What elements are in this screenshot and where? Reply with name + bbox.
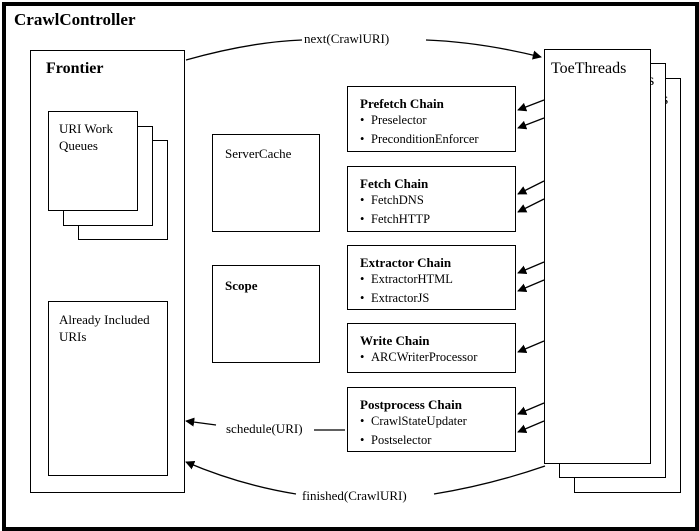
next-arrow	[185, 39, 303, 61]
work-queue-stack-front	[48, 111, 138, 211]
chain-item: •Postselector	[360, 433, 432, 447]
chain-box: Extractor Chain •ExtractorHTML •Extracto…	[347, 245, 516, 310]
scope-label: Scope	[225, 278, 258, 293]
uri-work-queues-label: URI Work Queues	[59, 121, 113, 153]
chain-item: •FetchDNS	[360, 193, 424, 207]
chain-arrow	[517, 340, 545, 353]
chain-arrow	[517, 402, 545, 415]
toe-threads-front	[544, 49, 651, 464]
already-included-uris-label: Already Included URIs	[59, 312, 150, 344]
finished-arrow	[433, 465, 546, 495]
crawl-controller-title: CrawlController	[14, 10, 136, 29]
frontier-title: Frontier	[46, 60, 104, 77]
chain-item: •PreconditionEnforcer	[360, 132, 479, 146]
chain-title: Postprocess Chain	[360, 397, 462, 412]
chain-item: •ExtractorJS	[360, 291, 430, 305]
already-included-uris-box	[48, 301, 168, 476]
chain-box: Prefetch Chain •Preselector •Preconditio…	[347, 86, 516, 152]
chain-item: •ExtractorHTML	[360, 272, 453, 286]
scope-box	[212, 265, 320, 363]
chain-title: Extractor Chain	[360, 255, 452, 270]
chain-arrow	[517, 261, 545, 274]
server-cache-box	[212, 134, 320, 232]
chain-box: Postprocess Chain •CrawlStateUpdater •Po…	[347, 387, 516, 452]
chain-title: Prefetch Chain	[360, 96, 444, 111]
chain-arrow	[517, 198, 545, 213]
chain-item: •ARCWriterProcessor	[360, 350, 478, 364]
chain-arrow	[517, 117, 545, 130]
chain-arrow	[517, 180, 545, 195]
next-arrow	[425, 39, 542, 60]
chain-arrow	[517, 99, 545, 112]
server-cache-label: ServerCache	[225, 146, 292, 161]
chain-arrow	[517, 279, 545, 292]
next-label: next(CrawlURI)	[304, 30, 390, 47]
chain-item: •Preselector	[360, 113, 427, 127]
chain-item: •FetchHTTP	[360, 212, 431, 226]
schedule-label: schedule(URI)	[226, 420, 303, 437]
toe-threads-title: ToeThreads	[551, 60, 627, 77]
finished-arrow	[185, 461, 297, 495]
chain-title: Fetch Chain	[360, 176, 429, 191]
finished-label: finished(CrawlURI)	[302, 487, 407, 504]
chain-box: Write Chain •ARCWriterProcessor	[347, 323, 516, 373]
chain-arrow	[517, 420, 545, 433]
schedule-arrow	[185, 417, 217, 427]
chain-box: Fetch Chain •FetchDNS •FetchHTTP	[347, 166, 516, 232]
chain-item: •CrawlStateUpdater	[360, 414, 467, 428]
chain-title: Write Chain	[360, 333, 430, 348]
